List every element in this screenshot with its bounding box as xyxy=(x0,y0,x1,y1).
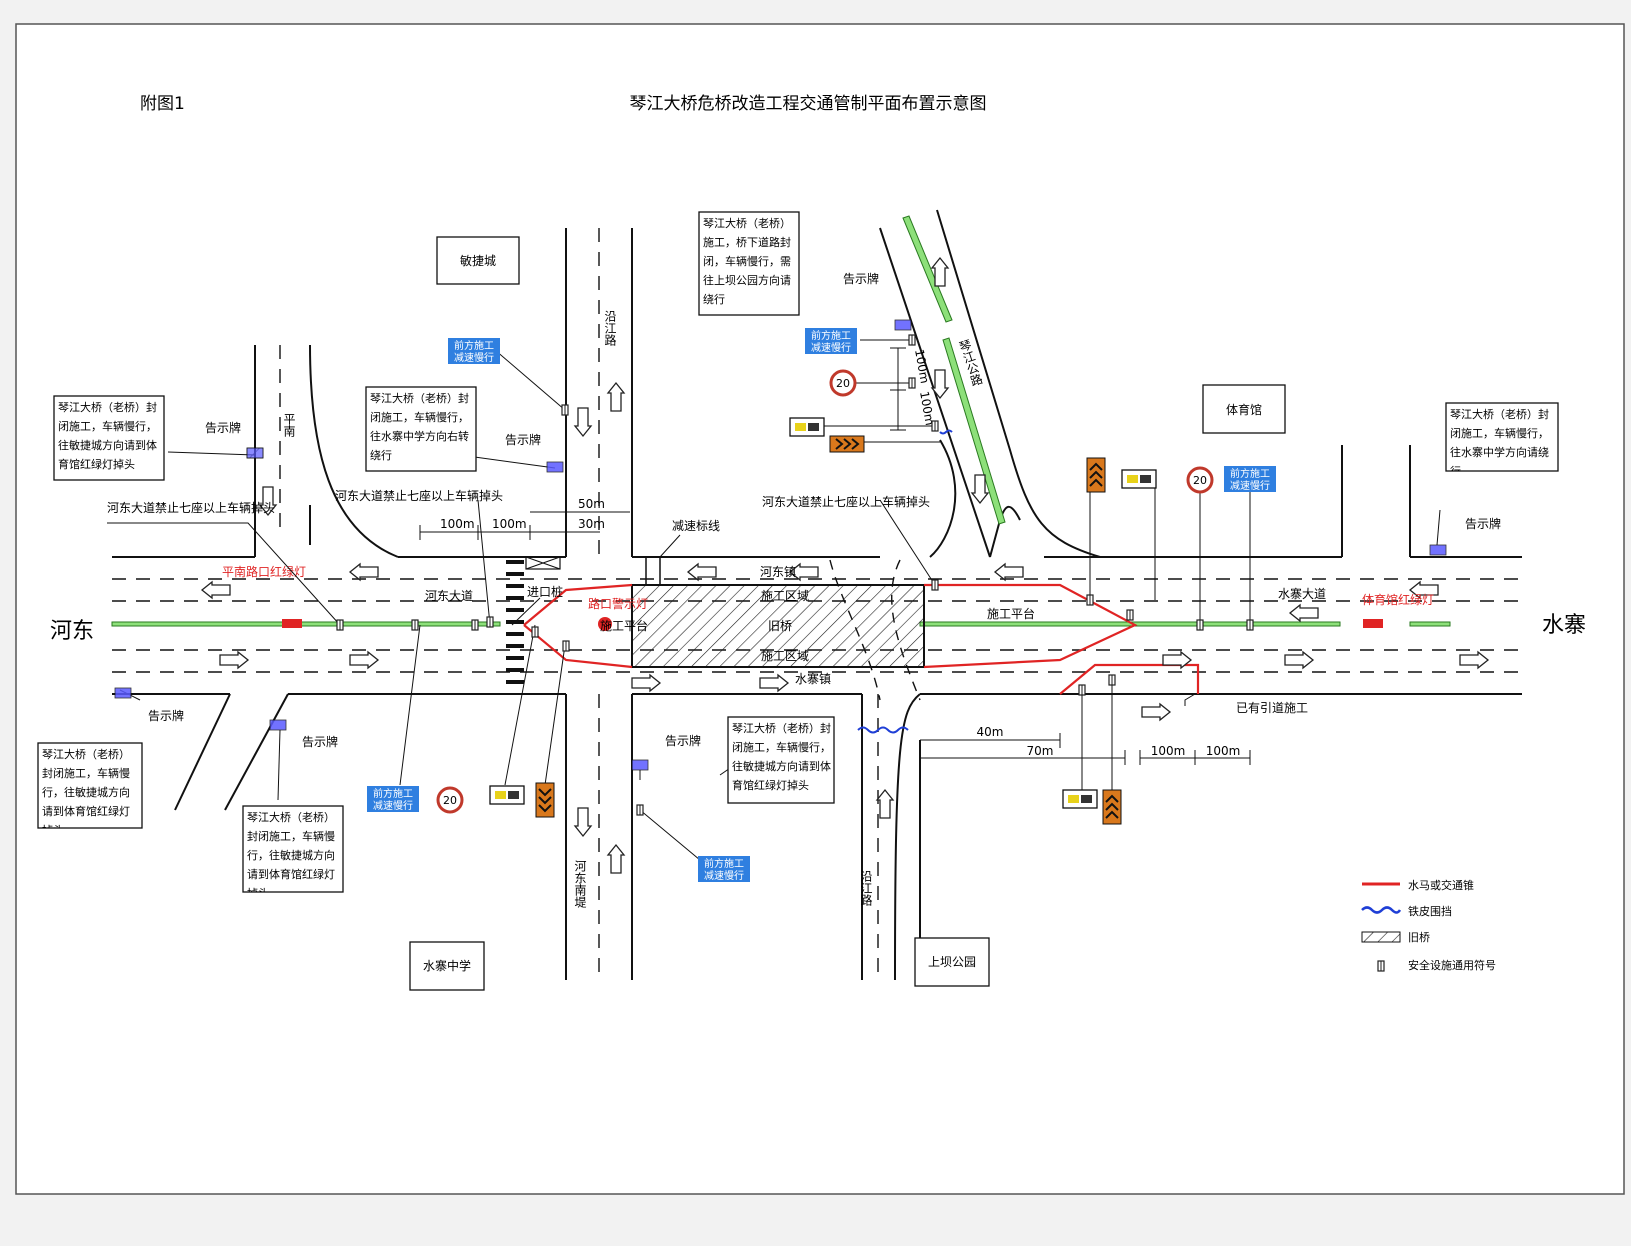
dim-100m-d: 100m xyxy=(1206,744,1241,758)
leader-lines xyxy=(107,339,1441,861)
speed-bump-marks xyxy=(645,556,661,586)
road-edges xyxy=(112,209,1522,981)
entry-post-box xyxy=(525,556,561,570)
old-bridge-label: 旧桥 xyxy=(768,619,792,633)
ahead-sign-5-line1: 前方施工 xyxy=(704,857,744,870)
place-hedong: 河东 xyxy=(50,619,94,644)
green-median xyxy=(111,215,1451,627)
hedong-ban-center: 河东大道禁止七座以上车辆掉头 xyxy=(335,488,503,503)
dim-70m: 70m xyxy=(1027,744,1054,758)
legend-facility-swatch xyxy=(1377,960,1385,972)
intersection-warning-label: 路口警示灯 xyxy=(588,596,648,611)
notice-label-4: 告示牌 xyxy=(148,709,184,723)
speed-limit-1: 20 xyxy=(836,377,850,390)
road-yanjiang-top: 沿江路 xyxy=(603,310,617,347)
speed-limit-signs: 20 20 20 xyxy=(436,369,1214,814)
dim-50m: 50m xyxy=(578,497,605,511)
old-bridge-zone xyxy=(631,584,925,668)
ahead-sign-2-line1: 前方施工 xyxy=(811,329,851,342)
notice-label-3: 告示牌 xyxy=(1465,517,1501,531)
chevron-boards xyxy=(535,435,1122,825)
notice-right-top: 琴江大桥（老桥）封闭施工，车辆慢行，往水寨中学方向请绕行 xyxy=(1450,408,1549,471)
speed-bump-label: 减速标线 xyxy=(672,519,720,533)
legend-old-bridge-label: 旧桥 xyxy=(1408,931,1430,944)
notice-boards xyxy=(114,319,1447,771)
place-shuizhai: 水寨 xyxy=(1542,613,1586,638)
legend-facility-label: 安全设施通用符号 xyxy=(1408,958,1496,972)
notice-bottom-center: 琴江大桥（老桥）封闭施工，车辆慢行，往敏捷城方向请到体育馆红绿灯掉头 xyxy=(732,722,831,792)
road-shuizhai-avenue: 水寨大道 xyxy=(1278,586,1326,601)
legend-fence-label: 铁皮围挡 xyxy=(1408,904,1452,918)
speed-limit-2: 20 xyxy=(1193,474,1207,487)
notice-label-1: 告示牌 xyxy=(205,421,241,435)
notice-top-right-bridge: 琴江大桥（老桥）施工，桥下道路封闭，车辆慢行，需往上坝公园方向请绕行 xyxy=(703,217,791,306)
notice-label-5: 告示牌 xyxy=(302,735,338,749)
tiyuguan-traffic-light-marker xyxy=(1363,619,1383,628)
dim-100m-v1: 100m xyxy=(912,348,932,384)
speed-limit-3: 20 xyxy=(443,794,457,807)
dim-100m-b: 100m xyxy=(492,517,527,531)
pingnan-light-label: 平南路口红绿灯 xyxy=(222,564,306,579)
tin-fence xyxy=(857,429,953,734)
dim-100m-a: 100m xyxy=(440,517,475,531)
place-minjiecheng: 敏捷城 xyxy=(460,253,496,268)
warning-light-boxes xyxy=(489,417,1157,809)
ahead-sign-1-line2: 减速慢行 xyxy=(454,351,494,364)
ahead-sign-3-line2: 减速慢行 xyxy=(1230,479,1270,492)
legend-old-bridge-swatch xyxy=(1361,931,1401,943)
dim-100m-v2: 100m xyxy=(917,390,937,426)
crosswalk xyxy=(506,560,524,684)
notice-center-top: 琴江大桥（老桥）封闭施工，车辆慢行，往水寨中学方向右转绕行 xyxy=(370,392,469,462)
notice-left-bottom: 琴江大桥（老桥）封闭施工，车辆慢行，往敏捷城方向请到体育馆红绿灯掉头 xyxy=(42,748,130,828)
notice-left-top: 琴江大桥（老桥）封闭施工，车辆慢行，往敏捷城方向请到体育馆红绿灯掉头 xyxy=(58,401,157,471)
construction-platform-left: 施工平台 xyxy=(600,618,648,633)
ahead-sign-4-line1: 前方施工 xyxy=(373,787,413,800)
construction-platform-right: 施工平台 xyxy=(987,606,1035,621)
ahead-sign-1-line1: 前方施工 xyxy=(454,339,494,352)
dim-40m: 40m xyxy=(977,725,1004,739)
ahead-sign-5-line2: 减速慢行 xyxy=(704,869,744,882)
legend-barrier-label: 水马或交通锥 xyxy=(1408,878,1474,892)
notice-label-2: 告示牌 xyxy=(505,433,541,447)
warning-light-dot xyxy=(598,617,612,631)
legend: 水马或交通锥 铁皮围挡 旧桥 安全设施通用符号 xyxy=(1361,878,1496,972)
road-hedong-town: 河东镇 xyxy=(760,565,796,579)
pingnan-traffic-light-marker xyxy=(282,619,302,628)
place-boxes xyxy=(409,236,1286,991)
entry-post-label: 进口桩 xyxy=(527,584,563,599)
dim-100m-c: 100m xyxy=(1151,744,1186,758)
road-hedong-avenue: 河东大道 xyxy=(425,589,473,603)
ahead-sign-2-line2: 减速慢行 xyxy=(811,341,851,354)
hedong-ban-left: 河东大道禁止七座以上车辆掉头 xyxy=(107,500,275,515)
existing-approach-label: 已有引道施工 xyxy=(1236,701,1308,715)
road-yanjiang-bottom: 沿江路 xyxy=(859,870,873,907)
ahead-construction-signs: 前方施工 减速慢行 前方施工 减速慢行 前方施工 减速慢行 前方施工 减速慢行 … xyxy=(367,328,1276,882)
road-shuizhai-town: 水寨镇 xyxy=(795,671,831,686)
notice-label-7: 告示牌 xyxy=(843,272,879,286)
place-shangba-park: 上坝公园 xyxy=(928,955,976,969)
road-pingnan: 平南 xyxy=(282,413,296,437)
notice-boxes xyxy=(37,211,1559,893)
ahead-sign-3-line1: 前方施工 xyxy=(1230,467,1270,480)
hedong-ban-right: 河东大道禁止七座以上车辆掉头 xyxy=(762,494,930,509)
place-tiyuguan: 体育馆 xyxy=(1226,402,1262,417)
notice-left-bottom-2: 琴江大桥（老桥）封闭施工，车辆慢行，往敏捷城方向请到体育馆红绿灯掉头 xyxy=(247,811,335,892)
diagram-title: 琴江大桥危桥改造工程交通管制平面布置示意图 xyxy=(630,94,987,114)
road-hedong-south-dike: 河东南堤 xyxy=(573,860,587,908)
notice-label-6: 告示牌 xyxy=(665,734,701,748)
ahead-sign-4-line2: 减速慢行 xyxy=(373,799,413,812)
legend-fence-swatch xyxy=(1361,906,1402,914)
figure-label: 附图1 xyxy=(140,94,185,114)
construction-zone-top: 施工区域 xyxy=(761,589,809,603)
construction-zone-bottom: 施工区域 xyxy=(761,649,809,663)
dimension-lines xyxy=(419,347,1251,765)
place-shuizhai-school: 水寨中学 xyxy=(423,958,471,973)
dim-30m: 30m xyxy=(578,517,605,531)
tiyuguan-light-label: 体育馆红绿灯 xyxy=(1362,592,1434,607)
